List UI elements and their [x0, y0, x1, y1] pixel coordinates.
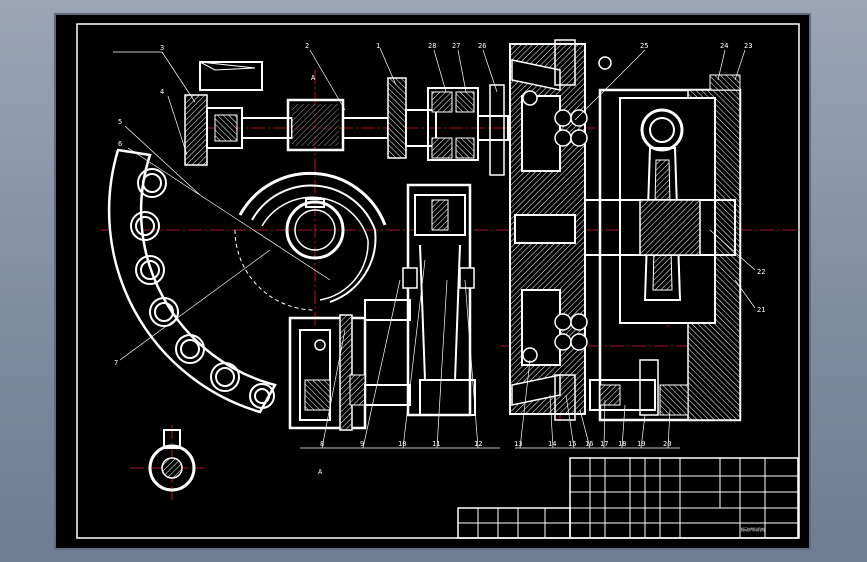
part-label: 19	[637, 440, 645, 448]
part-label: 9	[360, 440, 364, 448]
part-label: 2	[305, 42, 309, 50]
part-label: 23	[744, 42, 752, 50]
lower-bracket	[288, 299, 411, 431]
part-label: 6	[118, 140, 122, 148]
part-label: 1	[376, 42, 380, 50]
part-numbers: 3 2 1 28 27 26 25 24 23 4 5 6 7 22 21 8 …	[114, 42, 765, 476]
part-label: 14	[548, 440, 556, 448]
part-label: 26	[478, 42, 486, 50]
part-label: 7	[114, 359, 118, 367]
part-label: 4	[160, 88, 164, 96]
part-label: 10	[398, 440, 406, 448]
rotary-disc	[234, 171, 387, 311]
part-label: 24	[720, 42, 728, 50]
part-label: 21	[757, 306, 765, 314]
drawing-title: 振动供料机构	[741, 526, 765, 532]
gearbox-housing	[509, 39, 612, 421]
part-label: 16	[585, 440, 593, 448]
part-label: 25	[640, 42, 648, 50]
section-view-label: A	[318, 468, 323, 476]
section-view-a	[148, 429, 196, 492]
part-label: 5	[118, 118, 122, 126]
part-label: 3	[160, 44, 164, 52]
leader-lines	[113, 47, 756, 449]
part-label: 27	[452, 42, 460, 50]
part-label: 22	[757, 268, 765, 276]
part-label: 20	[663, 440, 671, 448]
part-label: 28	[428, 42, 436, 50]
part-label: 15	[568, 440, 576, 448]
part-label: 18	[618, 440, 626, 448]
feeder-tray-arc	[107, 148, 277, 414]
part-label: 8	[320, 440, 324, 448]
section-mark: A	[311, 74, 316, 82]
part-label: 13	[514, 440, 522, 448]
part-label: 12	[474, 440, 482, 448]
title-block: 振动供料机构	[457, 457, 799, 539]
part-label: 17	[600, 440, 608, 448]
connecting-rod-housing	[584, 74, 742, 422]
top-shaft-assembly	[184, 61, 509, 176]
part-label: 11	[432, 440, 440, 448]
